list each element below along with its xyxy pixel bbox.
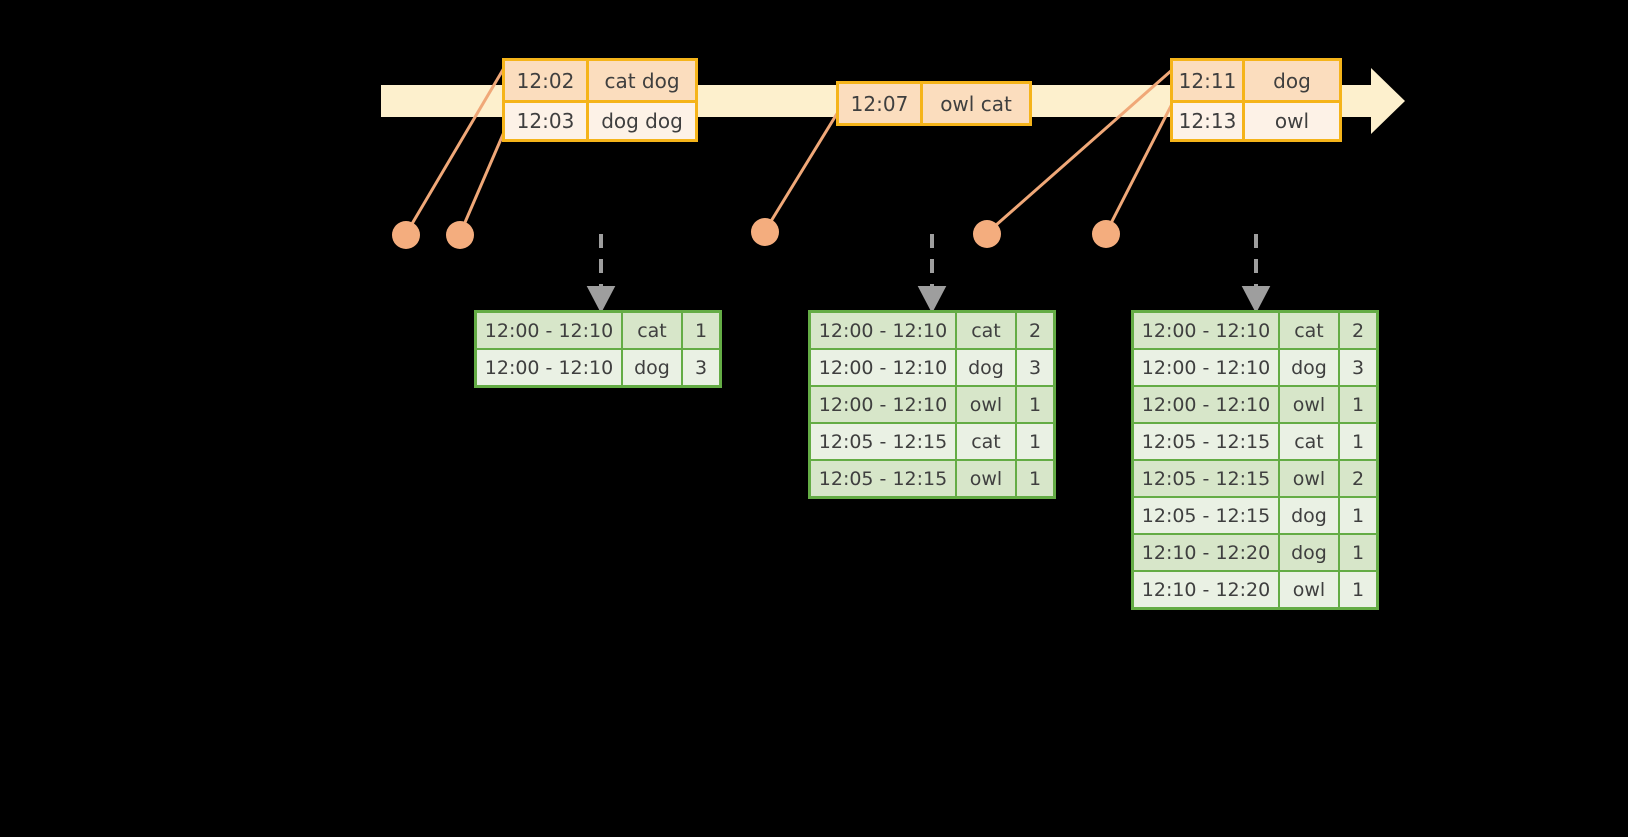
count-cell: 3 (1017, 350, 1053, 385)
event-time: 12:11 (1173, 61, 1245, 100)
table-row[interactable]: 12:00 - 12:10 dog 3 (477, 350, 719, 385)
table-row[interactable]: 12:05 - 12:15 owl 1 (811, 461, 1053, 496)
window-cell: 12:00 - 12:10 (477, 350, 621, 385)
table-row[interactable]: 12:05 - 12:15 cat 1 (811, 424, 1053, 459)
word-cell: dog (957, 350, 1015, 385)
dot-4 (973, 220, 1001, 248)
word-cell: cat (623, 313, 681, 348)
event-dot-markers (392, 218, 1120, 249)
event-time: 12:13 (1173, 103, 1245, 139)
result-flow-arrows (586, 234, 1271, 314)
word-cell: owl (957, 461, 1015, 496)
event-row[interactable]: 12:13 owl (1173, 100, 1339, 139)
event-words: cat dog (589, 61, 695, 100)
event-row[interactable]: 12:11 dog (1173, 61, 1339, 100)
event-time: 12:03 (505, 103, 589, 139)
count-cell: 3 (1340, 350, 1376, 385)
window-cell: 12:00 - 12:10 (477, 313, 621, 348)
table-row[interactable]: 12:00 - 12:10 cat 2 (1134, 313, 1376, 348)
count-cell: 1 (1340, 535, 1376, 570)
table-row[interactable]: 12:00 - 12:10 owl 1 (1134, 387, 1376, 422)
event-group-3[interactable]: 12:11 dog 12:13 owl (1170, 58, 1342, 142)
window-cell: 12:00 - 12:10 (1134, 313, 1278, 348)
window-cell: 12:10 - 12:20 (1134, 572, 1278, 607)
word-cell: cat (1280, 424, 1338, 459)
count-cell: 1 (1340, 572, 1376, 607)
table-row[interactable]: 12:10 - 12:20 owl 1 (1134, 572, 1376, 607)
table-row[interactable]: 12:00 - 12:10 cat 1 (477, 313, 719, 348)
window-cell: 12:05 - 12:15 (1134, 424, 1278, 459)
count-cell: 1 (1340, 387, 1376, 422)
count-cell: 1 (1017, 387, 1053, 422)
dot-5 (1092, 220, 1120, 248)
event-row[interactable]: 12:02 cat dog (505, 61, 695, 100)
dot-3 (751, 218, 779, 246)
window-cell: 12:10 - 12:20 (1134, 535, 1278, 570)
count-cell: 1 (1017, 461, 1053, 496)
window-cell: 12:05 - 12:15 (811, 461, 955, 496)
dot-1 (392, 221, 420, 249)
window-cell: 12:00 - 12:10 (1134, 350, 1278, 385)
table-row[interactable]: 12:05 - 12:15 cat 1 (1134, 424, 1376, 459)
word-cell: cat (957, 313, 1015, 348)
word-cell: dog (623, 350, 681, 385)
result-table-1[interactable]: 12:00 - 12:10 cat 1 12:00 - 12:10 dog 3 (474, 310, 722, 388)
word-cell: dog (1280, 535, 1338, 570)
table-row[interactable]: 12:00 - 12:10 owl 1 (811, 387, 1053, 422)
window-cell: 12:00 - 12:10 (1134, 387, 1278, 422)
word-cell: cat (1280, 313, 1338, 348)
event-row[interactable]: 12:03 dog dog (505, 100, 695, 139)
word-cell: dog (1280, 350, 1338, 385)
word-cell: dog (1280, 498, 1338, 533)
word-cell: cat (957, 424, 1015, 459)
table-row[interactable]: 12:00 - 12:10 cat 2 (811, 313, 1053, 348)
count-cell: 1 (1017, 424, 1053, 459)
window-cell: 12:05 - 12:15 (811, 424, 955, 459)
event-words: dog (1245, 61, 1339, 100)
window-cell: 12:00 - 12:10 (811, 313, 955, 348)
count-cell: 2 (1017, 313, 1053, 348)
event-time: 12:02 (505, 61, 589, 100)
count-cell: 1 (1340, 424, 1376, 459)
event-words: owl cat (923, 84, 1029, 123)
table-row[interactable]: 12:10 - 12:20 dog 1 (1134, 535, 1376, 570)
window-cell: 12:00 - 12:10 (811, 350, 955, 385)
count-cell: 2 (1340, 461, 1376, 496)
count-cell: 2 (1340, 313, 1376, 348)
word-cell: owl (1280, 461, 1338, 496)
table-row[interactable]: 12:05 - 12:15 owl 2 (1134, 461, 1376, 496)
dot-2 (446, 221, 474, 249)
word-cell: owl (1280, 572, 1338, 607)
event-time: 12:07 (839, 84, 923, 123)
window-cell: 12:05 - 12:15 (1134, 498, 1278, 533)
event-words: owl (1245, 103, 1339, 139)
table-row[interactable]: 12:05 - 12:15 dog 1 (1134, 498, 1376, 533)
window-cell: 12:05 - 12:15 (1134, 461, 1278, 496)
event-words: dog dog (589, 103, 695, 139)
count-cell: 3 (683, 350, 719, 385)
result-table-2[interactable]: 12:00 - 12:10 cat 2 12:00 - 12:10 dog 3 … (808, 310, 1056, 499)
count-cell: 1 (1340, 498, 1376, 533)
event-group-2[interactable]: 12:07 owl cat (836, 81, 1032, 126)
window-cell: 12:00 - 12:10 (811, 387, 955, 422)
word-cell: owl (1280, 387, 1338, 422)
result-table-3[interactable]: 12:00 - 12:10 cat 2 12:00 - 12:10 dog 3 … (1131, 310, 1379, 610)
table-row[interactable]: 12:00 - 12:10 dog 3 (811, 350, 1053, 385)
word-cell: owl (957, 387, 1015, 422)
event-group-1[interactable]: 12:02 cat dog 12:03 dog dog (502, 58, 698, 142)
table-row[interactable]: 12:00 - 12:10 dog 3 (1134, 350, 1376, 385)
event-row[interactable]: 12:07 owl cat (839, 84, 1029, 123)
count-cell: 1 (683, 313, 719, 348)
